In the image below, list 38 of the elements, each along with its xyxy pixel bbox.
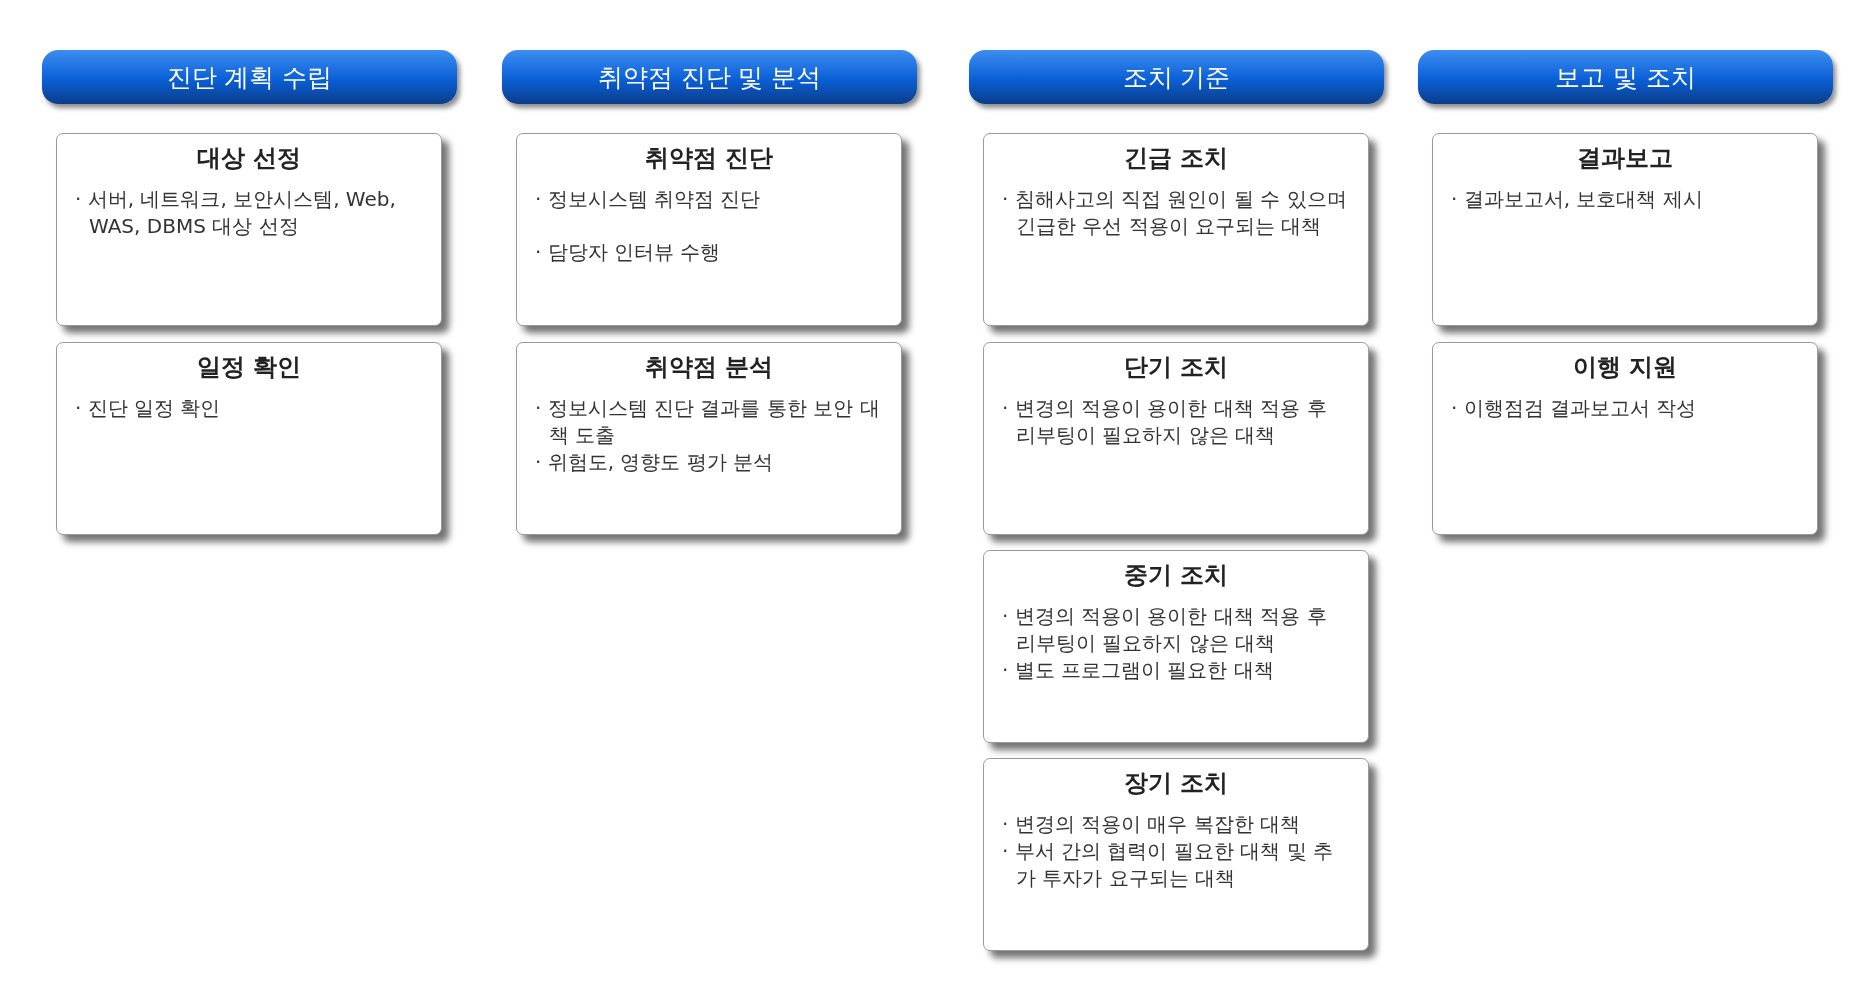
bullet-text: · 침해사고의 직접 원인이 될 수 있으며 긴급한 우선 적용이 요구되는 대책: [1002, 186, 1348, 240]
card-title: 이행 지원: [1571, 352, 1679, 383]
bullet-text: · 변경의 적용이 용이한 대책 적용 후 리부팅이 필요하지 않은 대책: [1002, 603, 1328, 657]
step-card: [983, 758, 1369, 951]
step-card: [983, 133, 1369, 326]
card-title: 일정 확인: [195, 352, 303, 383]
bullet-text: · 부서 간의 협력이 필요한 대책 및 추가 투자가 요구되는 대책: [1002, 838, 1334, 892]
step-card: [1432, 342, 1818, 535]
bullet-text: · 정보시스템 진단 결과를 통한 보안 대책 도출: [535, 395, 881, 449]
bullet-text: · 변경의 적용이 매우 복잡한 대책: [1002, 811, 1302, 838]
step-card: [516, 133, 902, 326]
card-title: 중기 조치: [1122, 560, 1230, 591]
bullet-text: · 서버, 네트워크, 보안시스템, Web, WAS, DBMS 대상 선정: [75, 186, 397, 240]
step-card: [56, 133, 442, 326]
step-card: [983, 342, 1369, 535]
bullet-text: · 담당자 인터뷰 수행: [535, 239, 722, 266]
bullet-text: · 정보시스템 취약점 진단: [535, 186, 762, 213]
card-title: 결과보고: [1576, 143, 1674, 174]
step-card: [1432, 133, 1818, 326]
card-title: 대상 선정: [195, 143, 303, 174]
bullet-text: · 변경의 적용이 용이한 대책 적용 후 리부팅이 필요하지 않은 대책: [1002, 395, 1328, 449]
card-title: 장기 조치: [1122, 768, 1230, 799]
step-card: [516, 342, 902, 535]
step-card: [983, 550, 1369, 743]
bullet-text: · 결과보고서, 보호대책 제시: [1451, 186, 1704, 213]
card-title: 단기 조치: [1122, 352, 1230, 383]
bullet-text: · 이행점검 결과보고서 작성: [1451, 395, 1698, 422]
bullet-text: · 진단 일정 확인: [75, 395, 222, 422]
bullet-text: · 위험도, 영향도 평가 분석: [535, 449, 775, 476]
column-header: 취약점 진단 및 분석: [502, 50, 917, 104]
column-header: 조치 기준: [969, 50, 1384, 104]
card-title: 긴급 조치: [1122, 143, 1230, 174]
card-title: 취약점 진단: [643, 143, 775, 174]
bullet-text: · 별도 프로그램이 필요한 대책: [1002, 657, 1275, 684]
card-title: 취약점 분석: [643, 352, 775, 383]
column-header: 보고 및 조치: [1418, 50, 1833, 104]
column-header: 진단 계획 수립: [42, 50, 457, 104]
step-card: [56, 342, 442, 535]
